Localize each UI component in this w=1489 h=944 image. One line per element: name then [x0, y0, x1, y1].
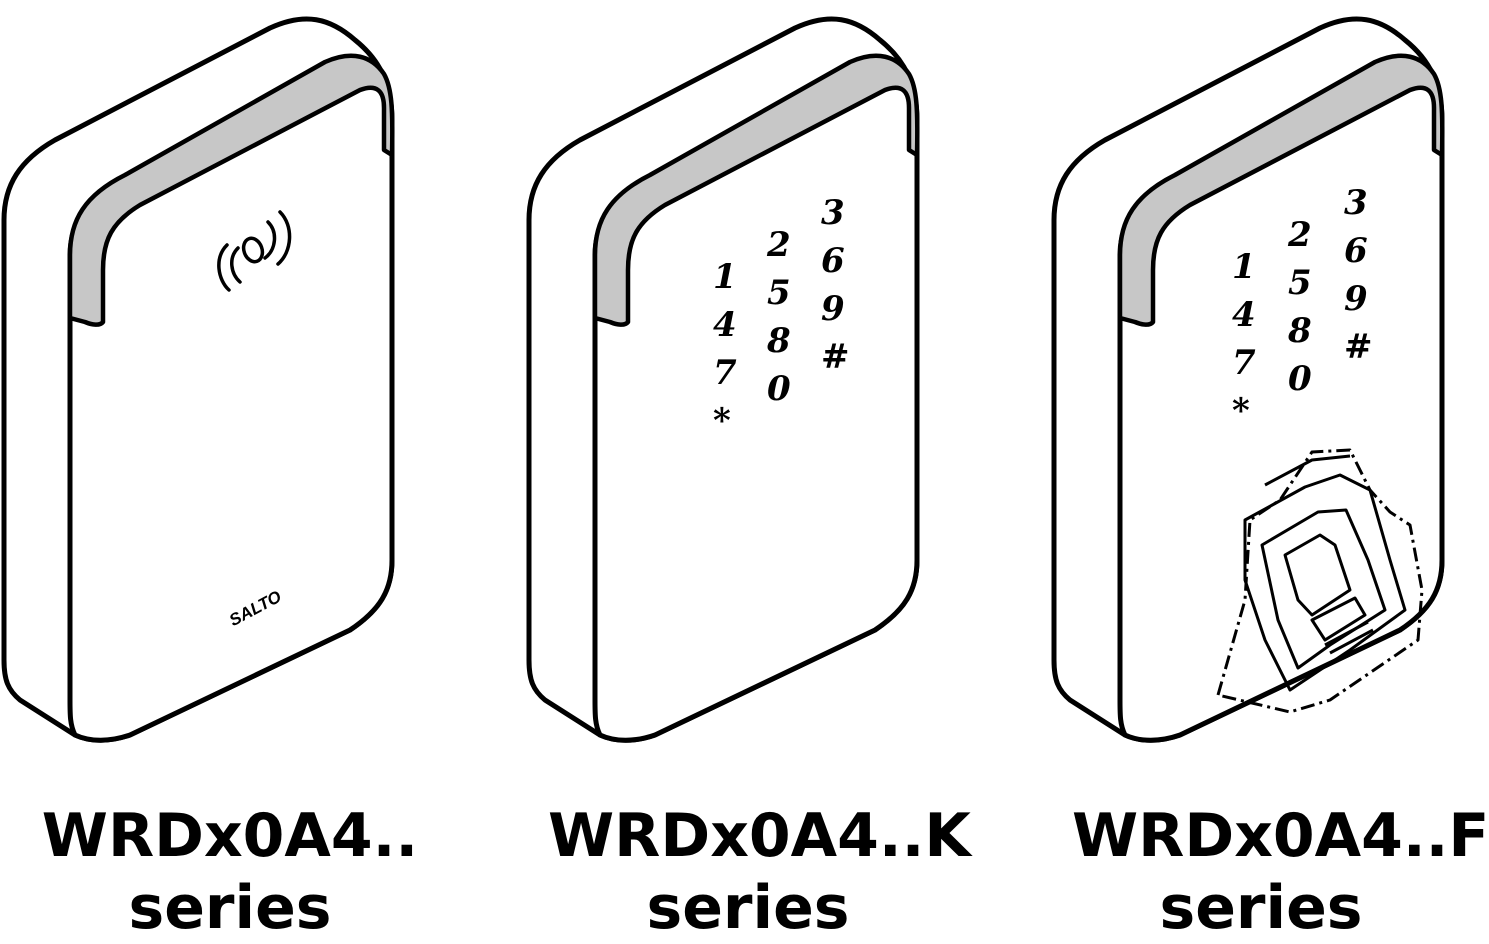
reader-diagram: SALTO 1 2 3 4 5 6 7 8 9 * 0 # 1 2 3 4 5 … — [0, 0, 1452, 939]
keypad: 1 2 3 4 5 6 7 8 9 * 0 # — [1232, 183, 1373, 431]
key-1: 1 — [713, 257, 737, 297]
caption-wrdx0a4-k: WRDx0A4..K series — [548, 800, 971, 944]
key-star: * — [1232, 391, 1250, 431]
model-label: WRDx0A4.. — [41, 801, 419, 871]
key-5: 5 — [767, 273, 791, 313]
key-star: * — [713, 401, 731, 441]
series-label: series — [128, 873, 332, 943]
key-hash: # — [821, 337, 850, 377]
model-label: WRDx0A4..F — [1072, 801, 1489, 871]
key-8: 8 — [766, 321, 791, 361]
model-label: WRDx0A4..K — [548, 801, 971, 871]
key-3: 3 — [821, 193, 845, 233]
key-2: 2 — [1287, 215, 1312, 255]
fingerprint-sensor-icon — [1216, 448, 1424, 714]
series-label: series — [646, 873, 850, 943]
key-7: 7 — [713, 353, 737, 393]
caption-wrdx0a4-f: WRDx0A4..F series — [1072, 800, 1489, 944]
contactless-icon — [217, 210, 292, 292]
key-0: 0 — [767, 369, 791, 409]
key-5: 5 — [1288, 263, 1312, 303]
key-2: 2 — [766, 225, 791, 265]
key-4: 4 — [1232, 295, 1256, 335]
key-6: 6 — [1344, 231, 1368, 271]
key-6: 6 — [821, 241, 845, 281]
key-3: 3 — [1344, 183, 1368, 223]
keypad: 1 2 3 4 5 6 7 8 9 * 0 # — [713, 193, 850, 441]
device-wrdx0a4: SALTO — [4, 19, 392, 740]
key-0: 0 — [1288, 359, 1312, 399]
key-7: 7 — [1232, 343, 1256, 383]
key-hash: # — [1344, 327, 1373, 367]
series-label: series — [1159, 873, 1363, 943]
device-wrdx0a4-f: 1 2 3 4 5 6 7 8 9 * 0 # — [1054, 19, 1442, 740]
key-8: 8 — [1287, 311, 1312, 351]
caption-wrdx0a4: WRDx0A4.. series — [40, 800, 420, 944]
device-wrdx0a4-k: 1 2 3 4 5 6 7 8 9 * 0 # — [529, 19, 917, 740]
key-4: 4 — [713, 305, 737, 345]
key-9: 9 — [1344, 279, 1368, 319]
key-9: 9 — [821, 289, 845, 329]
key-1: 1 — [1232, 247, 1256, 287]
